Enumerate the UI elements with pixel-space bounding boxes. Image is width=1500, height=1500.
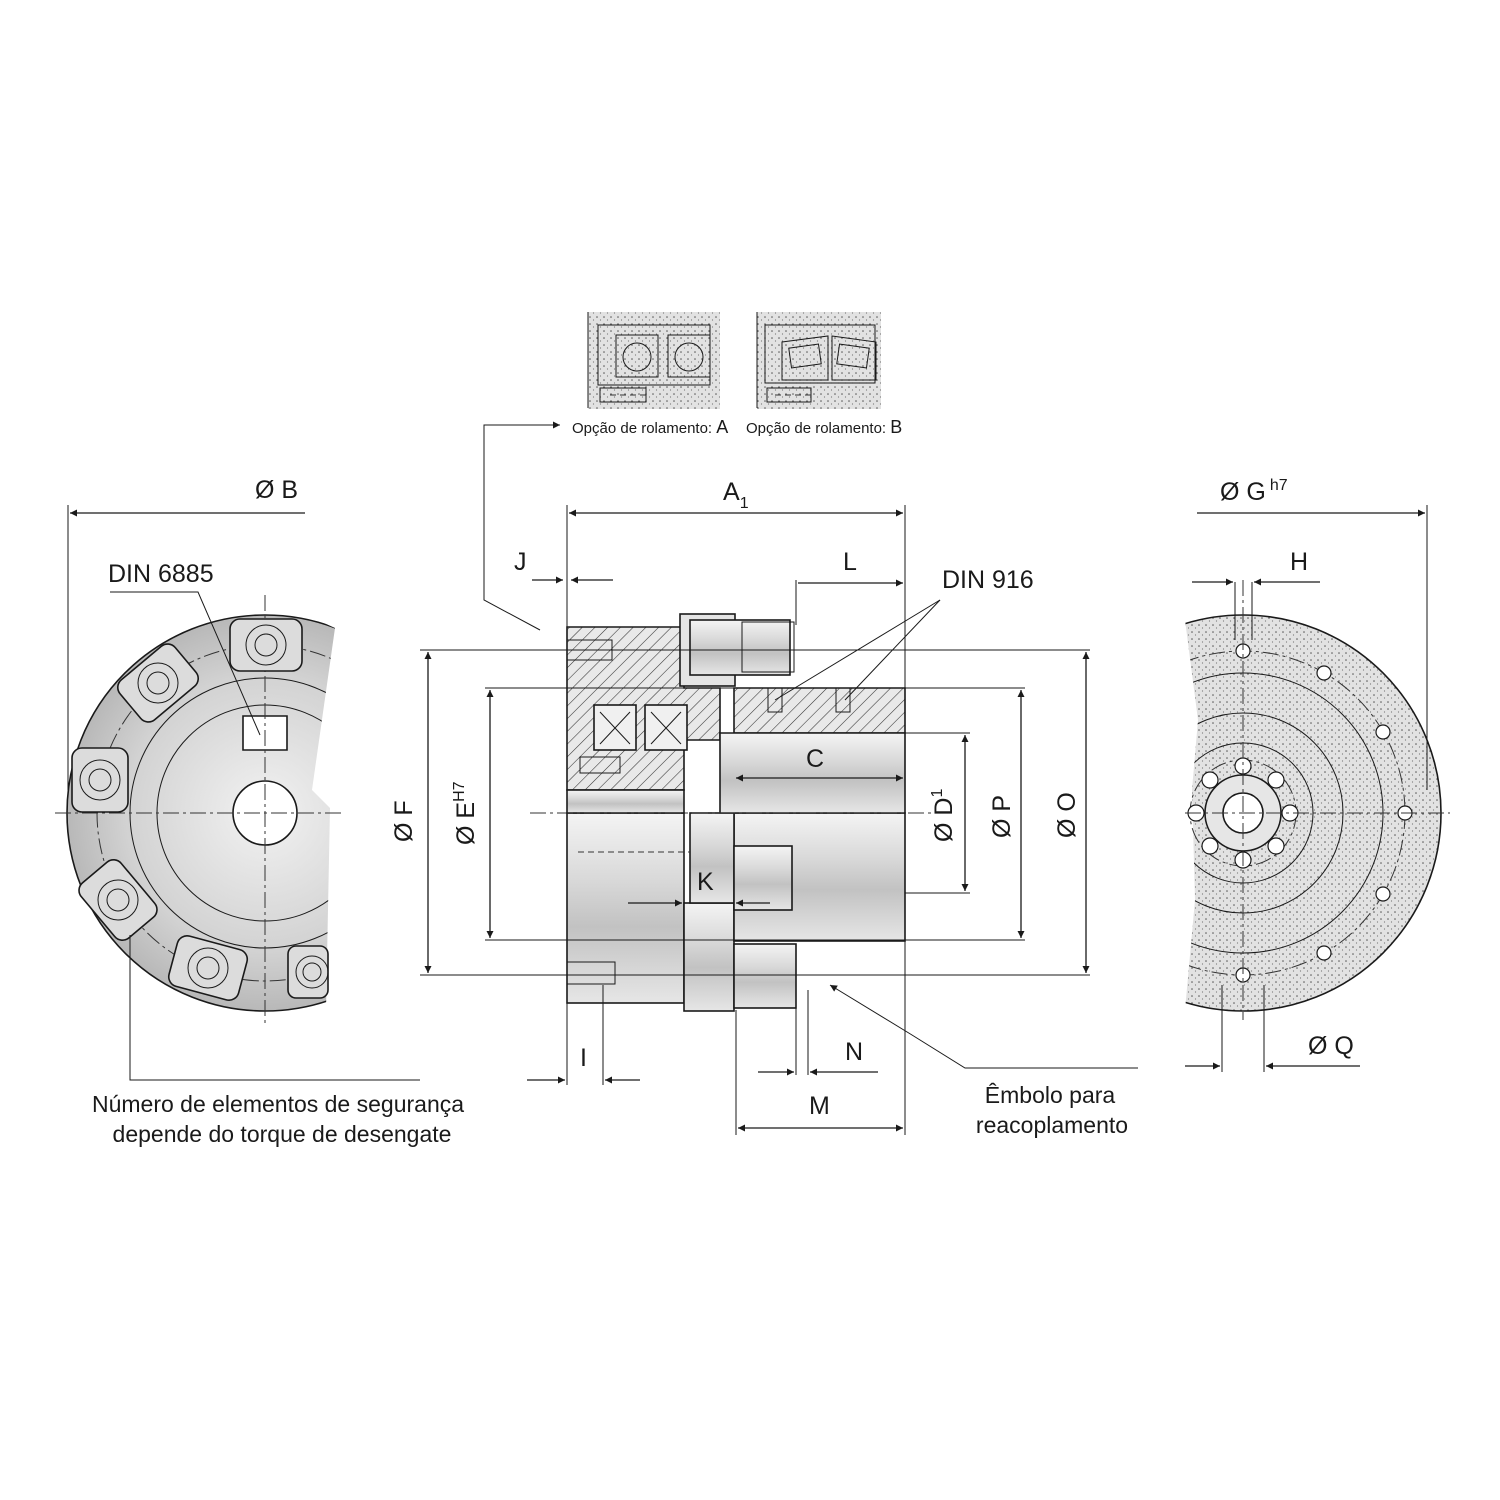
section-view: A1 J L DIN 916 Ø F Ø EH7 C Ø D1 Ø P Ø O … <box>390 478 1138 1138</box>
l-label: L <box>843 548 857 576</box>
m-label: M <box>809 1092 830 1120</box>
svg-text:Ø D1: Ø D1 <box>929 789 958 842</box>
dia-p-label: Ø P <box>988 795 1016 838</box>
a1-label: A <box>723 478 740 506</box>
dia-f-label: Ø F <box>390 800 418 842</box>
a1-sub: 1 <box>740 495 749 512</box>
dia-d-label: Ø D <box>930 798 958 842</box>
dia-o-label: Ø O <box>1053 792 1081 838</box>
svg-text:Ø Gh7: Ø Gh7 <box>1220 477 1288 506</box>
option-b-text: Opção de rolamento: <box>746 420 886 437</box>
dia-d-sup: 1 <box>929 789 946 798</box>
svg-text:Opção de rolamento: A: Opção de rolamento: A <box>572 417 728 437</box>
elements-note-line1: Número de elementos de segurança <box>92 1091 464 1117</box>
safety-elements <box>71 618 329 1001</box>
c-label: C <box>806 745 824 773</box>
din-6885-label: DIN 6885 <box>108 560 214 588</box>
outer-bolt-holes <box>1235 643 1413 983</box>
n-label: N <box>845 1038 863 1066</box>
bearing-option-a: Opção de rolamento: A <box>572 312 728 437</box>
dia-g-label: Ø G <box>1220 478 1266 506</box>
plunger-note-line1: Êmbolo para <box>985 1082 1116 1108</box>
left-end-view: Ø B DIN 6885 Número de elementos de segu… <box>55 476 464 1147</box>
dia-b-label: Ø B <box>255 476 298 504</box>
dia-e-label: Ø E <box>452 802 480 845</box>
elements-note-line2: depende do torque de desengate <box>113 1121 452 1147</box>
bearing-option-b: Opção de rolamento: B <box>746 312 902 437</box>
plunger-note-line2: reacoplamento <box>976 1112 1128 1138</box>
dia-e-sup: H7 <box>451 781 468 802</box>
option-b-letter: B <box>890 417 902 437</box>
h-label: H <box>1290 548 1308 576</box>
svg-text:A1: A1 <box>723 478 749 512</box>
option-a-text: Opção de rolamento: <box>572 420 712 437</box>
k-label: K <box>697 868 714 896</box>
i-label: I <box>580 1044 587 1072</box>
svg-text:Ø EH7: Ø EH7 <box>451 781 480 845</box>
svg-text:Opção de rolamento: B: Opção de rolamento: B <box>746 417 902 437</box>
din-916-label: DIN 916 <box>942 566 1034 594</box>
dia-g-sup: h7 <box>1270 477 1288 494</box>
j-label: J <box>514 548 527 576</box>
dia-q-label: Ø Q <box>1308 1032 1354 1060</box>
option-a-letter: A <box>716 417 728 437</box>
